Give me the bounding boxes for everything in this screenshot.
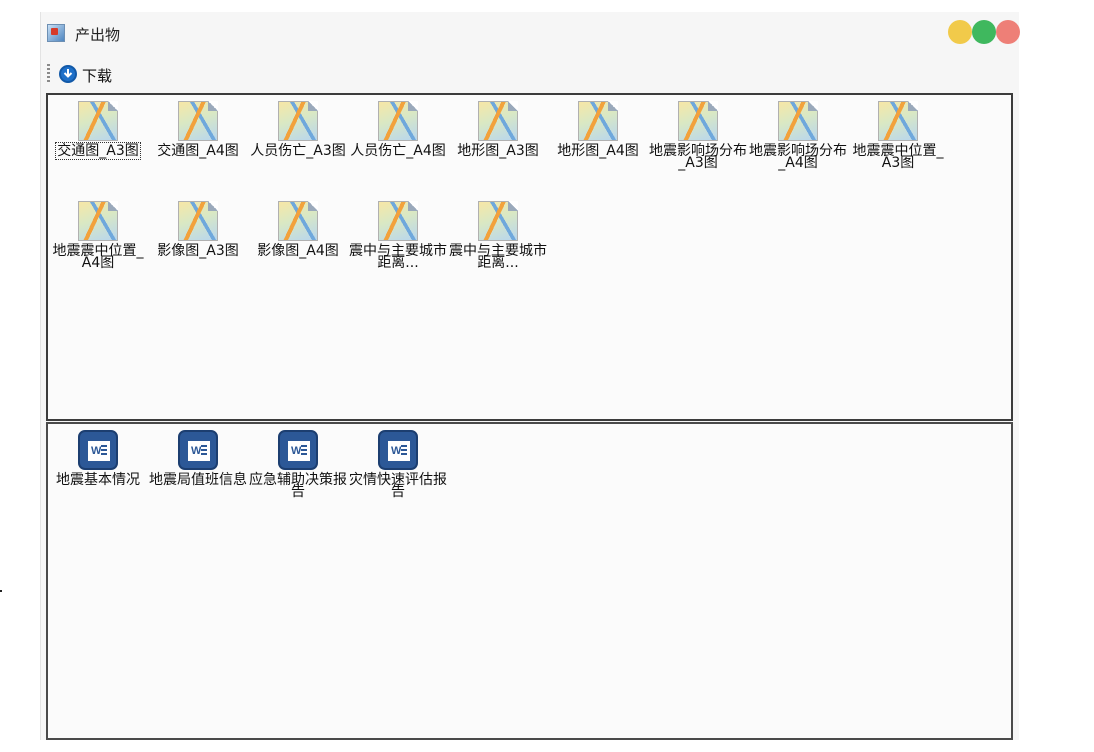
- map-file-icon: [278, 201, 318, 241]
- file-item[interactable]: 震中与主要城市距离...: [448, 197, 548, 293]
- toolbar-grip[interactable]: [47, 64, 50, 84]
- toolbar: 下载: [41, 62, 1019, 88]
- word-document-icon: W: [178, 430, 218, 470]
- document-item[interactable]: W 灾情快速评估报告: [348, 426, 448, 522]
- file-label: 人员伤亡_A3图: [250, 143, 346, 159]
- file-label: 影像图_A4图: [257, 243, 339, 259]
- document-item[interactable]: W 地震局值班信息: [148, 426, 248, 522]
- map-file-icon: [678, 101, 718, 141]
- map-file-icon: [378, 201, 418, 241]
- file-item[interactable]: 地形图_A3图: [448, 97, 548, 193]
- close-button[interactable]: [996, 20, 1020, 44]
- map-file-icon: [78, 101, 118, 141]
- minimize-button[interactable]: [948, 20, 972, 44]
- title-bar: 产出物: [41, 20, 1020, 48]
- map-file-icon: [378, 101, 418, 141]
- file-item[interactable]: 地震震中位置_A4图: [48, 197, 148, 293]
- download-icon: [59, 65, 77, 83]
- document-label: 应急辅助决策报告: [249, 472, 347, 500]
- file-label: 地形图_A3图: [457, 143, 539, 159]
- file-label: 震中与主要城市距离...: [449, 243, 547, 271]
- file-item[interactable]: 影像图_A4图: [248, 197, 348, 293]
- map-file-icon: [178, 201, 218, 241]
- file-item[interactable]: 地震震中位置_A3图: [848, 97, 948, 193]
- map-products-panel: 交通图_A3图 交通图_A4图 人员伤亡_A3图 人员伤亡_A4图 地形图_A3…: [46, 93, 1013, 421]
- map-file-icon: [278, 101, 318, 141]
- file-label: 地震震中位置_A3图: [852, 143, 944, 171]
- file-item[interactable]: 影像图_A3图: [148, 197, 248, 293]
- file-label: 人员伤亡_A4图: [350, 143, 446, 159]
- word-document-icon: W: [78, 430, 118, 470]
- file-item[interactable]: 人员伤亡_A4图: [348, 97, 448, 193]
- file-item[interactable]: 交通图_A4图: [148, 97, 248, 193]
- file-label: 交通图_A4图: [157, 143, 239, 159]
- maximize-button[interactable]: [972, 20, 996, 44]
- output-window: 产出物 下载 交通图_A3图 交通图_A4图 人员伤亡_A3图: [40, 12, 1020, 740]
- document-products-panel: W 地震基本情况 W 地震局值班信息 W 应急辅助决策报告 W 灾情快速评估报告: [46, 422, 1013, 740]
- map-file-icon: [478, 101, 518, 141]
- file-item[interactable]: 地震影响场分布_A4图: [748, 97, 848, 193]
- map-file-icon: [478, 201, 518, 241]
- file-item[interactable]: 震中与主要城市距离...: [348, 197, 448, 293]
- document-item[interactable]: W 地震基本情况: [48, 426, 148, 522]
- file-label: 地震影响场分布_A3图: [649, 143, 747, 171]
- map-file-icon: [578, 101, 618, 141]
- file-label: 地形图_A4图: [557, 143, 639, 159]
- file-label: 交通图_A3图: [55, 142, 141, 160]
- file-item[interactable]: 地形图_A4图: [548, 97, 648, 193]
- file-item[interactable]: 人员伤亡_A3图: [248, 97, 348, 193]
- word-document-icon: W: [378, 430, 418, 470]
- file-label: 地震震中位置_A4图: [52, 243, 144, 271]
- map-file-icon: [778, 101, 818, 141]
- file-label: 影像图_A3图: [157, 243, 239, 259]
- file-label: 地震影响场分布_A4图: [749, 143, 847, 171]
- document-label: 地震局值班信息: [149, 472, 247, 488]
- map-file-icon: [878, 101, 918, 141]
- document-label: 灾情快速评估报告: [349, 472, 447, 500]
- document-item[interactable]: W 应急辅助决策报告: [248, 426, 348, 522]
- edge-mark: [0, 590, 2, 592]
- file-item[interactable]: 交通图_A3图: [48, 97, 148, 193]
- document-label: 地震基本情况: [56, 472, 140, 488]
- download-label: 下载: [82, 67, 113, 85]
- window-title: 产出物: [75, 26, 121, 44]
- file-item[interactable]: 地震影响场分布_A3图: [648, 97, 748, 193]
- map-file-icon: [178, 101, 218, 141]
- word-document-icon: W: [278, 430, 318, 470]
- map-file-icon: [78, 201, 118, 241]
- file-label: 震中与主要城市距离...: [349, 243, 447, 271]
- app-icon: [47, 24, 65, 42]
